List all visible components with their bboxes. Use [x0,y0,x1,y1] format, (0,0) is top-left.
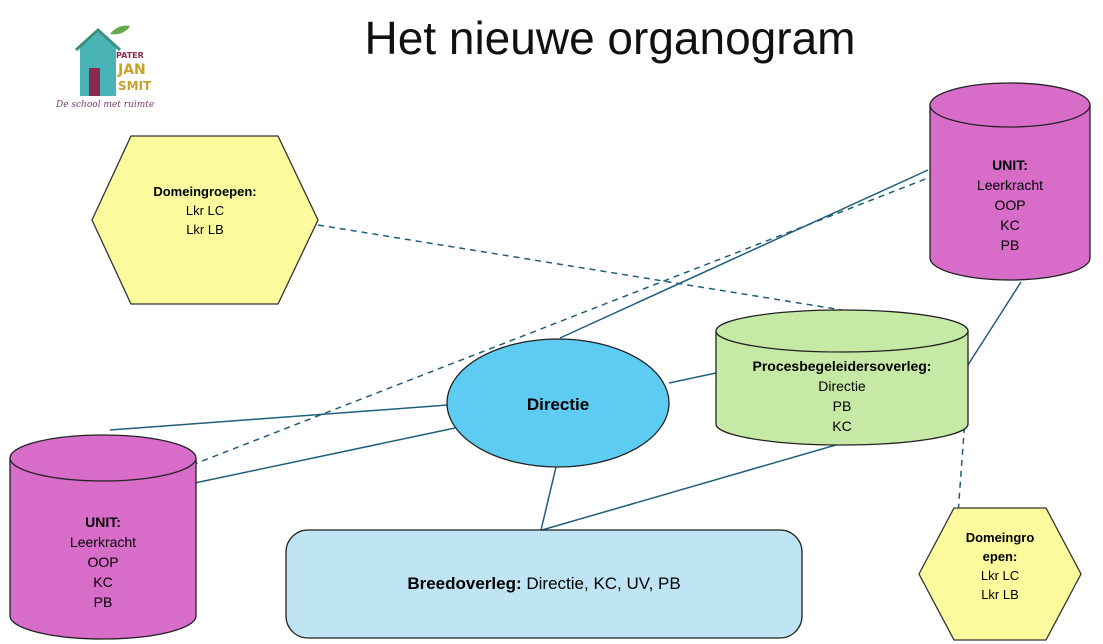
logo-leaf-icon [110,25,130,35]
breedoverleg-text: Directie, KC, UV, PB [526,574,681,593]
procesbegeleidersoverleg-heading: Procesbegeleidersoverleg: [752,358,932,374]
unit-left-label: UNIT: Leerkracht OOP KC PB [10,512,196,612]
solid-connectors [109,169,1022,531]
connector-unit-left-directie-top [109,404,449,431]
connector-directie-unit-right [559,169,929,339]
unit-left-heading: UNIT: [85,514,121,530]
logo-text-jan: JAN [117,62,146,78]
unit-left-line: OOP [87,554,119,570]
domeingroepen-right-heading: Domeingro [965,530,1035,545]
unit-right-heading: UNIT: [992,157,1028,173]
breedoverleg-heading: Breedoverleg: [407,574,522,593]
domeingroepen-right-line: Lkr LB [981,587,1019,602]
unit-right-line: Leerkracht [976,177,1044,193]
domeingroepen-left-line: Lkr LC [185,203,225,218]
unit-left-line: Leerkracht [69,534,137,550]
unit-cylinder-left [9,434,197,640]
domeingroepen-right-heading: epen: [982,549,1018,564]
connector-unit-left-unit-right [109,177,929,498]
breedoverleg-box [285,529,803,639]
domeingroepen-left-line: Lkr LB [186,222,224,237]
connector-proces-unit-right [965,281,1022,369]
logo-text-smit: SMIT [118,79,152,93]
connector-directie-breedoverleg [540,466,557,531]
breedoverleg-label: Breedoverleg: Directie, KC, UV, PB [286,572,802,596]
logo-text-pater: PATER [116,51,144,60]
directie-text: Directie [526,395,590,414]
procesbegeleidersoverleg-line: PB [832,398,852,414]
domeingroepen-hexagon-left [91,135,319,305]
connector-domeingroepen-proces [317,224,843,311]
domeingroepen-right-label: Domeingro epen: Lkr LC Lkr LB [940,528,1060,604]
domeingroepen-left-heading: Domeingroepen: [153,184,257,199]
unit-left-line: PB [93,594,113,610]
directie-ellipse [446,338,670,468]
procesbegeleidersoverleg-line: KC [832,418,852,434]
directie-label: Directie [447,394,669,416]
connector-unit-left-directie-bottom [189,427,456,485]
unit-left-line: KC [93,574,113,590]
unit-cylinder-right [929,82,1091,281]
unit-right-line: KC [1000,217,1020,233]
page-title: Het nieuwe organogram [364,12,856,64]
unit-right-line: PB [1000,237,1020,253]
procesbegeleidersoverleg-label: Procesbegeleidersoverleg: Directie PB KC [716,356,968,436]
domeingroepen-hexagon-right [918,507,1082,641]
connector-directie-proces [668,372,717,384]
logo-tagline: De school met ruimte [56,100,155,110]
school-logo: PATER JAN SMIT [74,25,152,96]
domeingroepen-left-label: Domeingroepen: Lkr LC Lkr LB [110,182,300,239]
unit-right-label: UNIT: Leerkracht OOP KC PB [930,155,1090,255]
connector-proces-breedoverleg [541,435,868,531]
unit-right-line: OOP [994,197,1026,213]
domeingroepen-right-line: Lkr LC [980,568,1020,583]
procesbegeleidersoverleg-line: Directie [818,378,866,394]
procesbegeleidersoverleg-cylinder [715,309,969,446]
